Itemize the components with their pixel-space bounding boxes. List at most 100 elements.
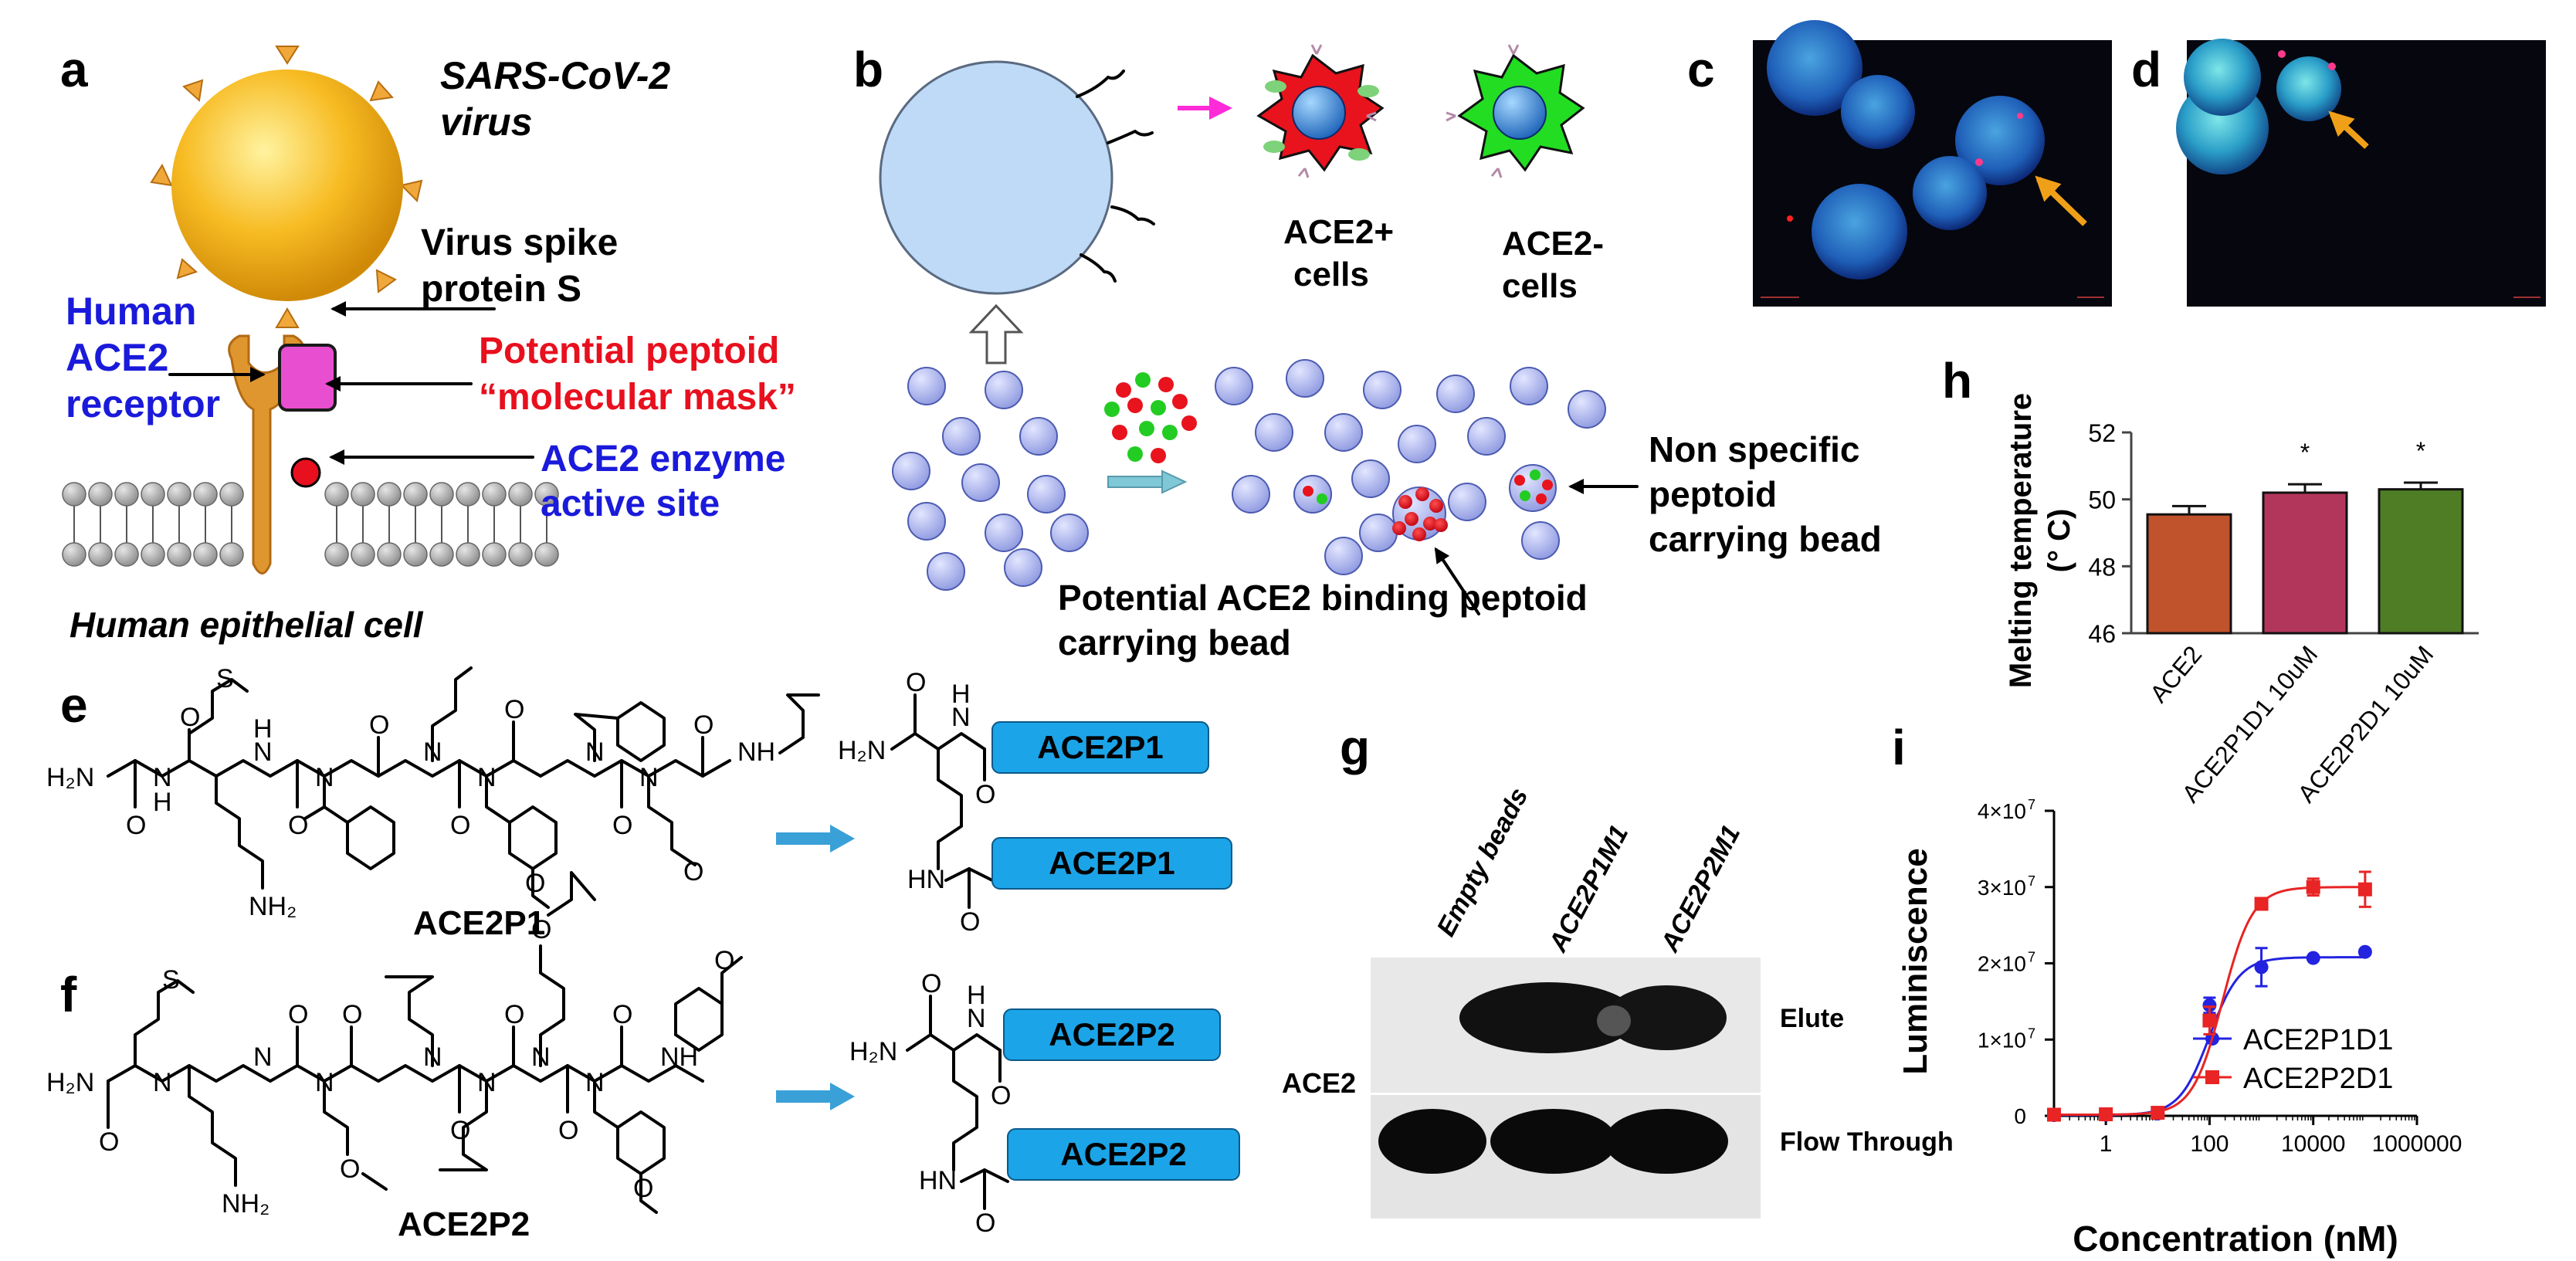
peptoid-dot: [1104, 402, 1120, 417]
peptoid-dot: [1158, 377, 1174, 392]
large-bead: [879, 60, 1113, 295]
blot-row-flow-through: Flow Through: [1780, 1127, 1954, 1157]
screened-bead: [1359, 514, 1398, 552]
atom-o: O: [975, 780, 995, 809]
peptoid-dot: [1151, 448, 1166, 463]
virus-label-line1: SARS-CoV-2: [440, 54, 670, 97]
atom-nh2: NH₂: [222, 1189, 269, 1219]
potential-binding-bead: [1392, 486, 1448, 541]
ace2p2-box-top[interactable]: [1003, 1008, 1221, 1061]
chart-i-point: [2306, 880, 2320, 894]
chart-i-ytick-exponent: 7: [2028, 797, 2035, 812]
lipid-head: [167, 542, 192, 567]
atom-h: H: [967, 981, 986, 1010]
screened-bead: [1215, 367, 1253, 405]
peptoid-dot: [1181, 415, 1197, 431]
atom-o: O: [180, 703, 200, 732]
blot-row-elute: Elute: [1780, 1004, 1844, 1033]
chart-i-point: [2099, 1107, 2113, 1122]
chart-h-ytick-label: 48: [2088, 553, 2116, 581]
library-bead: [907, 502, 946, 541]
chart-h-ylabel-line1: Melting temperature: [2004, 393, 2038, 688]
screened-bead: [1448, 483, 1486, 521]
virus-illustration: [150, 46, 423, 328]
spike-label-line2: protein S: [421, 269, 581, 310]
structure-ace2p2: H₂N S O N NH₂ N O N O O N O N O N O O N …: [46, 871, 743, 1243]
chart-i-ytick-exponent: 7: [2028, 873, 2035, 889]
chart-h-significance: *: [2416, 437, 2425, 465]
atom-o: O: [612, 811, 632, 840]
atom-o: O: [126, 811, 146, 840]
library-bead: [961, 463, 1000, 502]
atom-h: H: [951, 680, 971, 709]
chart-h: Melting temperature (° C) 46485052ACE2*A…: [2004, 393, 2479, 808]
peptoid-dot: [1127, 398, 1143, 413]
atom-s: S: [162, 965, 180, 995]
compound-name-ace2p2: ACE2P2: [398, 1205, 530, 1243]
peptoid-label-line1: Potential peptoid: [479, 331, 779, 371]
atom-hn: HN: [919, 1166, 957, 1195]
screened-bead: [1363, 371, 1402, 409]
panel-label-b: b: [853, 42, 883, 97]
lipid-head: [351, 482, 375, 507]
atom-n: N: [967, 1004, 986, 1033]
library-bead: [985, 514, 1023, 552]
library-bead: [1050, 514, 1089, 552]
atom-o: O: [633, 1174, 653, 1203]
chart-i-ytick-label: 4×10: [1978, 799, 2026, 823]
screened-bead: [1351, 459, 1390, 498]
chart-h-ytick-label: 50: [2088, 486, 2116, 514]
screened-bead: [1293, 475, 1332, 514]
chart-i-xtick-label: 1: [2100, 1131, 2113, 1157]
atom-o: O: [342, 1000, 362, 1029]
micrograph-d: [2176, 39, 2546, 307]
screened-bead: [1436, 375, 1475, 413]
ace2-negative-label-line1: ACE2-: [1502, 225, 1604, 263]
screened-bead: [1324, 537, 1363, 575]
lipid-head: [193, 482, 218, 507]
atom-o: O: [525, 869, 545, 898]
chart-i-point: [2202, 998, 2217, 1012]
lipid-head: [456, 482, 480, 507]
blot-lane-ace2p1m1: ACE2P1M1: [1543, 820, 1634, 957]
ace2p1-box-bottom[interactable]: [991, 837, 1232, 890]
screened-bead: [1467, 417, 1506, 456]
chart-i-ylabel: Luminiscence: [1896, 848, 1934, 1074]
panel-label-e: e: [60, 677, 88, 733]
lipid-head: [193, 542, 218, 567]
panel-label-a: a: [60, 42, 88, 97]
panel-label-g: g: [1340, 720, 1370, 775]
atom-o: O: [921, 969, 941, 998]
atom-o: O: [99, 1127, 119, 1157]
panel-a-schematic: SARS-CoV-2 virus Virus spike protein S H…: [62, 46, 796, 645]
chart-i-xtick-label: 1000000: [2372, 1131, 2462, 1157]
library-bead: [927, 552, 965, 591]
ace2p1-box-top[interactable]: [991, 721, 1209, 774]
lipid-head: [219, 482, 244, 507]
lipid-head: [62, 482, 86, 507]
bead-library: [892, 367, 1089, 591]
lipid-head: [403, 482, 428, 507]
lipid-head: [88, 482, 113, 507]
chart-i-legend-label: ACE2P2D1: [2243, 1063, 2393, 1095]
lipid-head: [508, 482, 533, 507]
lipid-head: [141, 482, 165, 507]
spike-label-line1: Virus spike: [421, 222, 618, 263]
lipid-head: [429, 542, 454, 567]
amine-conjugate-e: H₂N: [838, 736, 886, 765]
active-site-label-line2: active site: [541, 483, 720, 524]
nonspecific-bead: [1509, 464, 1557, 512]
western-blot: Empty beads ACE2P1M1 ACE2P2M1 Elute Flow…: [1282, 783, 1954, 1219]
blot-lane-ace2p2m1: ACE2P2M1: [1655, 820, 1746, 957]
atom-o: O: [450, 811, 470, 840]
lipid-head: [324, 542, 349, 567]
lipid-head: [324, 482, 349, 507]
atom-n: N: [951, 703, 971, 732]
lipid-head: [534, 482, 559, 507]
atom-o: O: [975, 1208, 995, 1238]
screened-bead: [1255, 413, 1293, 452]
ace2-positive-label-line1: ACE2+: [1283, 213, 1394, 251]
peptoid-dot: [1116, 382, 1131, 398]
ace2p2-box-bottom[interactable]: [1007, 1128, 1240, 1181]
atom-o: O: [991, 1081, 1011, 1110]
